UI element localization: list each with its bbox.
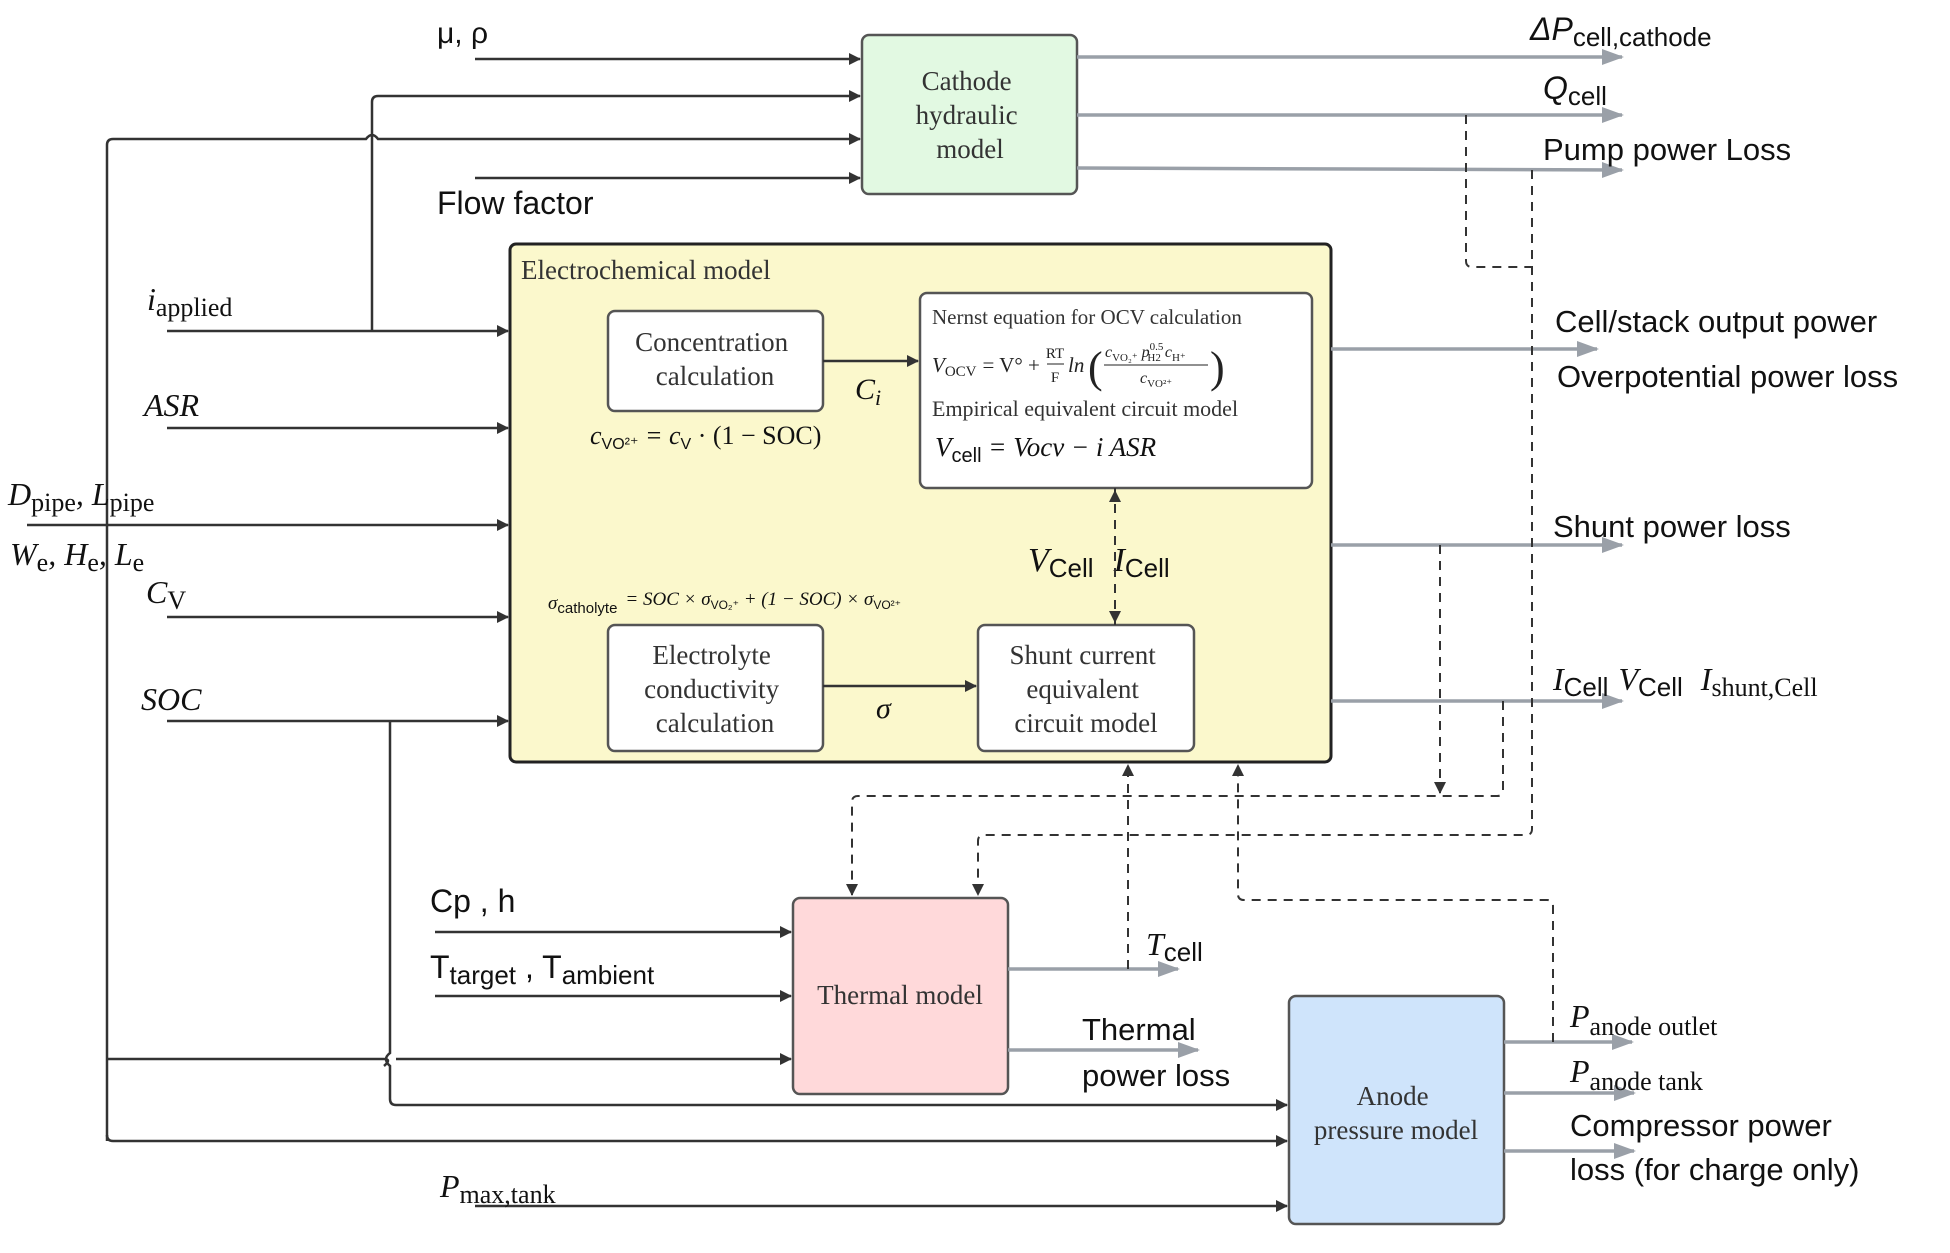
vcell-equation: Vcell = Vocv − i ASR (935, 432, 1157, 467)
thermal-model-block (791, 896, 1010, 1096)
electrochemical-model-title: Electrochemical model (521, 255, 771, 285)
input-asr: ASR (142, 387, 200, 423)
input-w-h-l: We, He, Le (10, 536, 144, 577)
shunt-block-label: Shunt current equivalent circuit model (1010, 640, 1163, 738)
empirical-heading: Empirical equivalent circuit model (932, 396, 1238, 421)
electrolyte-block-label: Electrolyte conductivity calculation (644, 640, 786, 738)
input-c-v: CV (146, 574, 186, 615)
output-thermal-power-loss: Thermal power loss (1082, 1012, 1230, 1093)
input-flow-factor: Flow factor (437, 185, 594, 221)
output-pump-power-loss: Pump power Loss (1543, 132, 1791, 167)
output-delta-p: ΔPcell,cathode (1529, 11, 1712, 52)
thermal-block-label: Thermal model (817, 980, 983, 1010)
cathode-block-label: Cathode hydraulic model (916, 66, 1025, 164)
nernst-heading: Nernst equation for OCV calculation (932, 305, 1242, 329)
anode-pressure-model-block (1287, 994, 1506, 1226)
svg-text:cVO₂⁺ p0.5H2 cH⁺: cVO₂⁺ p0.5H2 cH⁺ (1105, 341, 1186, 364)
svg-text:(: ( (1088, 343, 1103, 392)
input-connectors (27, 53, 1288, 1212)
input-p-max-tank: Pmax,tank (439, 1168, 556, 1209)
input-i-applied: iapplied (147, 281, 232, 322)
ci-label: Ci (855, 373, 881, 410)
input-mu-rho: μ, ρ (437, 17, 488, 50)
input-d-l-pipe: Dpipe, Lpipe (7, 476, 154, 517)
shunt-current-block (976, 623, 1196, 753)
output-shunt-power-loss: Shunt power loss (1553, 509, 1791, 544)
input-t-target-ambient: Ttarget , Tambient (430, 949, 655, 990)
svg-text:cVO²⁺: cVO²⁺ (1140, 370, 1172, 390)
feedback-connectors (846, 115, 1554, 1042)
anode-block-label: Anode pressure model (1314, 1081, 1478, 1145)
concentration-block-label: Concentration calculation (635, 327, 795, 391)
electrolyte-conductivity-block (606, 623, 825, 753)
svg-text:): ) (1210, 343, 1225, 392)
output-connectors (1008, 49, 1636, 1159)
input-cp-h: Cp , h (430, 883, 515, 919)
output-p-anode-outlet: Panode outlet (1569, 998, 1718, 1041)
output-q-cell: Qcell (1543, 70, 1607, 111)
output-p-anode-tank: Panode tank (1569, 1053, 1703, 1096)
sigma-label: σ (876, 692, 892, 725)
output-overpotential-loss: Overpotential power loss (1557, 359, 1898, 394)
svg-text:ln: ln (1068, 353, 1084, 377)
input-soc: SOC (141, 681, 202, 717)
output-cell-stack-power: Cell/stack output power (1555, 304, 1877, 339)
conductivity-equation: σcatholyte= SOC × σVO₂⁺ + (1 − SOC) × σV… (548, 589, 901, 617)
svg-text:RT: RT (1046, 346, 1064, 362)
output-compressor-power-loss: Compressor power loss (for charge only) (1570, 1108, 1859, 1187)
concentration-equation: cVO²⁺ = cV · (1 − SOC) (590, 421, 821, 453)
svg-text:VOCV= V° +: VOCV= V° + (932, 353, 1040, 380)
output-t-cell: Tcell (1146, 926, 1203, 967)
svg-text:F: F (1051, 370, 1059, 386)
